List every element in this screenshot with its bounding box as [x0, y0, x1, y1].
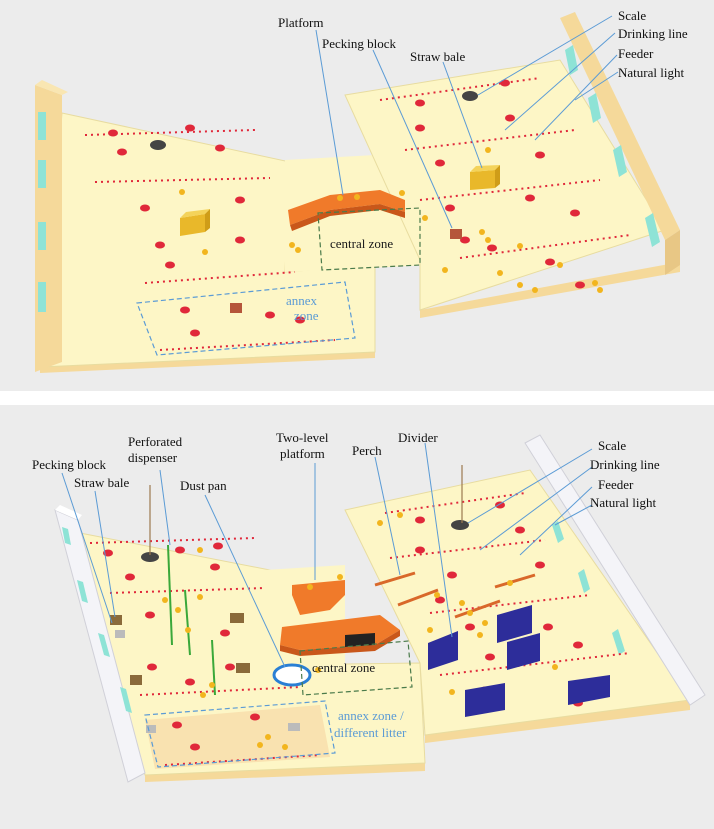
chickens: [179, 147, 603, 293]
scale-icon: [451, 520, 469, 530]
window-icon: [38, 112, 46, 312]
label-natural-light: Natural light: [590, 495, 656, 510]
floor-edge-right: [420, 262, 680, 318]
annex-zone-label: different litter: [334, 725, 407, 740]
window-icon: [565, 45, 660, 247]
leader-lines: [315, 15, 619, 229]
label-two-level-platform: Two-level: [276, 430, 329, 445]
top-panel-basic-barn: central zone annex zone Platform Pecking…: [0, 0, 714, 391]
annex-litter-floor: [145, 705, 330, 769]
label-perch: Perch: [352, 443, 382, 458]
label-divider: Divider: [398, 430, 438, 445]
feeders: [103, 501, 583, 751]
annex-zone-outline: [144, 700, 336, 768]
chickens: [162, 512, 558, 750]
label-feeder: Feeder: [598, 477, 634, 492]
annex-zone-label: annex: [286, 293, 318, 308]
divider-icon: [428, 605, 610, 717]
barn-diagram-top: central zone annex zone Platform Pecking…: [35, 8, 688, 373]
label-dust-pan: Dust pan: [180, 478, 227, 493]
label-perforated-dispenser: Perforated: [128, 434, 183, 449]
label-drinking-line: Drinking line: [618, 26, 688, 41]
feeders: [108, 79, 585, 337]
pecking-block-icon: [115, 630, 300, 733]
central-zone-outline: [317, 207, 421, 271]
barn-diagram-bottom: central zone annex zone / different litt…: [32, 430, 706, 783]
platform-icon: [288, 190, 405, 231]
central-zone-label: central zone: [312, 660, 375, 675]
dust-pan-icon: [272, 663, 312, 687]
perch-icon: [374, 571, 536, 619]
label-perforated-dispenser: dispenser: [128, 450, 178, 465]
perforated-dispenser-icon: [149, 465, 463, 555]
two-level-platform-icon: [280, 580, 400, 656]
straw-bale-icon: [110, 613, 250, 685]
label-straw-bale: Straw bale: [410, 49, 465, 64]
left-wall: [54, 509, 146, 783]
drinking-lines: [84, 77, 631, 351]
label-pecking-block: Pecking block: [32, 457, 107, 472]
leader-lines: [61, 442, 593, 668]
label-feeder: Feeder: [618, 46, 654, 61]
label-straw-bale: Straw bale: [74, 475, 129, 490]
scale-icon: [462, 91, 478, 101]
scale-icon: [150, 140, 166, 150]
label-scale: Scale: [598, 438, 626, 453]
scale-icon: [141, 552, 159, 562]
central-zone-outline: [299, 640, 413, 696]
window-icon: [62, 521, 625, 713]
annex-zone-label: zone: [294, 308, 319, 323]
annex-zone-label: annex zone /: [338, 708, 404, 723]
pecking-block-icon: [230, 229, 462, 313]
label-two-level-platform: platform: [280, 446, 325, 461]
bottom-panel-enriched-barn: central zone annex zone / different litt…: [0, 405, 714, 829]
straw-bale-icon: [470, 165, 500, 190]
straw-bale-icon: [180, 209, 210, 236]
drinking-lines: [89, 492, 631, 766]
floor-right: [344, 59, 666, 311]
label-pecking-block: Pecking block: [322, 36, 397, 51]
label-natural-light: Natural light: [618, 65, 684, 80]
right-wall: [560, 12, 680, 240]
central-zone-label: central zone: [330, 236, 393, 251]
label-scale: Scale: [618, 8, 646, 23]
right-wall: [524, 434, 706, 706]
label-platform: Platform: [278, 15, 324, 30]
label-drinking-line: Drinking line: [590, 457, 660, 472]
annex-zone-outline: [136, 281, 356, 356]
